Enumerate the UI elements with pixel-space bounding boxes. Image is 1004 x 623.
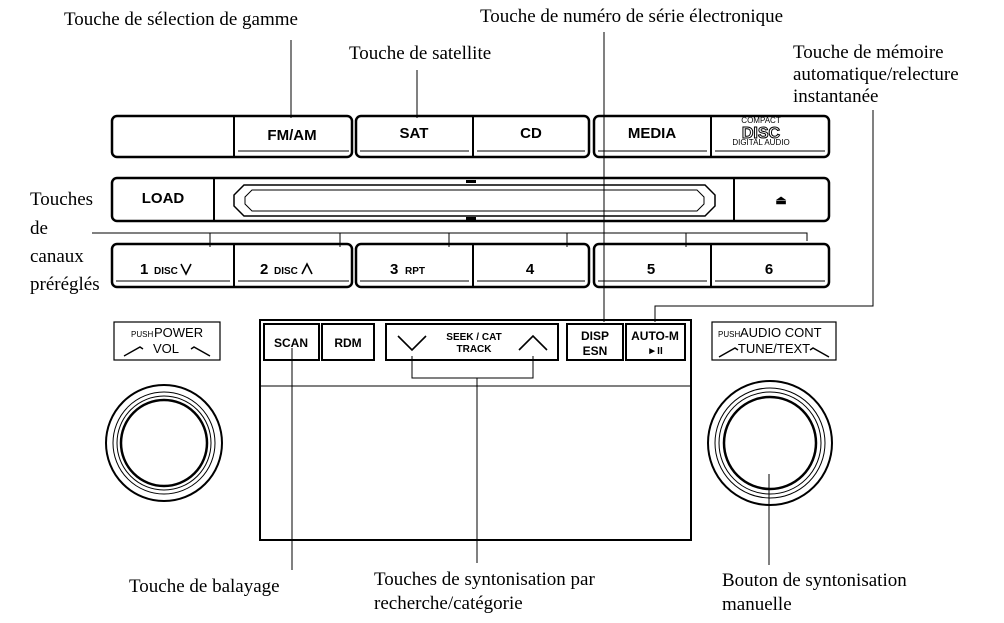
tune-dial[interactable] <box>722 395 818 491</box>
label-band-select: Touche de sélection de gamme <box>64 9 298 30</box>
label-tune-line1: Bouton de syntonisation <box>722 570 907 591</box>
preset-1-sub: DISC <box>154 266 178 277</box>
display-panel: SCAN RDM SEEK / CAT TRACK DISP ESN AUTO-… <box>259 319 692 541</box>
label-automem-line3: instantanée <box>793 86 878 107</box>
tune-text-label: TUNE/TEXT <box>738 341 810 356</box>
fm-am-button-label: FM/AM <box>267 127 316 144</box>
disc-slot-row: LOAD ⏏ <box>110 176 831 223</box>
play-pause-icon: ►II <box>647 346 663 357</box>
seek-cat-label: SEEK / CAT <box>446 332 501 343</box>
preset-3-number: 3 <box>390 261 398 278</box>
sat-button-label: SAT <box>400 125 429 142</box>
audio-tune-label-box <box>711 321 837 361</box>
preset-4-number: 4 <box>526 261 535 278</box>
disp-esn-button[interactable] <box>566 323 624 361</box>
disc-down-icon <box>180 263 192 276</box>
preset-1-number: 1 <box>140 261 148 278</box>
label-seek-line2: recherche/catégorie <box>374 593 523 614</box>
power-volume-knob: PUSH POWER VOL <box>105 321 223 502</box>
label-presets-line4: préréglés <box>30 274 100 295</box>
preset-buttons-row: 1 DISC 2 DISC 3 RPT 4 5 6 <box>110 242 831 289</box>
compact-disc-logo: COMPACT DISC DIGITAL AUDIO <box>732 116 789 147</box>
svg-text:PUSH: PUSH <box>131 330 153 339</box>
power-volume-dial[interactable] <box>119 398 209 488</box>
power-label: POWER <box>154 325 203 340</box>
rdm-button[interactable] <box>321 323 375 361</box>
svg-text:PUSH: PUSH <box>718 330 740 339</box>
rdm-button-label: RDM <box>334 336 361 350</box>
preset-2-number: 2 <box>260 261 268 278</box>
disp-label: DISP <box>581 329 609 343</box>
scan-button[interactable] <box>263 323 320 361</box>
label-tune-line2: manuelle <box>722 594 792 615</box>
svg-text:COMPACT: COMPACT <box>741 116 781 125</box>
label-presets-line3: canaux <box>30 246 84 267</box>
track-label: TRACK <box>457 344 493 355</box>
label-automem-line1: Touche de mémoire <box>793 42 944 63</box>
label-esn: Touche de numéro de série électronique <box>480 6 783 27</box>
scan-button-label: SCAN <box>274 336 308 350</box>
blank-button[interactable] <box>112 116 234 157</box>
preset-3-sub: RPT <box>405 266 425 277</box>
label-presets-line1: Touches <box>30 189 93 210</box>
seek-up-icon <box>518 334 548 351</box>
svg-text:DISC: DISC <box>742 125 781 142</box>
eject-icon: ⏏ <box>775 193 787 207</box>
label-presets-line2: de <box>30 218 48 239</box>
leader-lines <box>92 32 874 570</box>
row-band-buttons: FM/AM SAT CD MEDIA COMPACT DISC DIGITAL … <box>110 114 831 159</box>
seek-down-icon <box>397 335 427 352</box>
preset-5-number: 5 <box>647 261 655 278</box>
esn-label: ESN <box>583 344 608 358</box>
svg-text:DIGITAL AUDIO: DIGITAL AUDIO <box>732 138 789 147</box>
label-automem-line2: automatique/relecture <box>793 64 959 85</box>
seek-track-button[interactable] <box>385 323 559 361</box>
preset-2-sub: DISC <box>274 266 298 277</box>
tune-text-knob: PUSH AUDIO CONT TUNE/TEXT <box>707 321 837 506</box>
leader-seek-bracket <box>411 356 534 379</box>
label-seek-line1: Touches de syntonisation par <box>374 569 595 590</box>
leader-presets <box>92 232 808 241</box>
auto-m-button[interactable] <box>625 323 686 361</box>
preset-6-number: 6 <box>765 261 773 278</box>
load-button-label: LOAD <box>142 190 185 207</box>
disc-up-icon <box>301 262 313 275</box>
label-satellite: Touche de satellite <box>349 43 491 64</box>
cd-button-label: CD <box>520 125 542 142</box>
media-button-label: MEDIA <box>628 125 677 142</box>
power-volume-label-box <box>113 321 221 361</box>
auto-m-label: AUTO-M <box>631 329 679 343</box>
leader-automem <box>654 110 874 322</box>
cd-slot <box>233 180 716 220</box>
label-scan: Touche de balayage <box>129 576 280 597</box>
audio-cont-label: AUDIO CONT <box>740 325 822 340</box>
vol-label: VOL <box>153 341 179 356</box>
